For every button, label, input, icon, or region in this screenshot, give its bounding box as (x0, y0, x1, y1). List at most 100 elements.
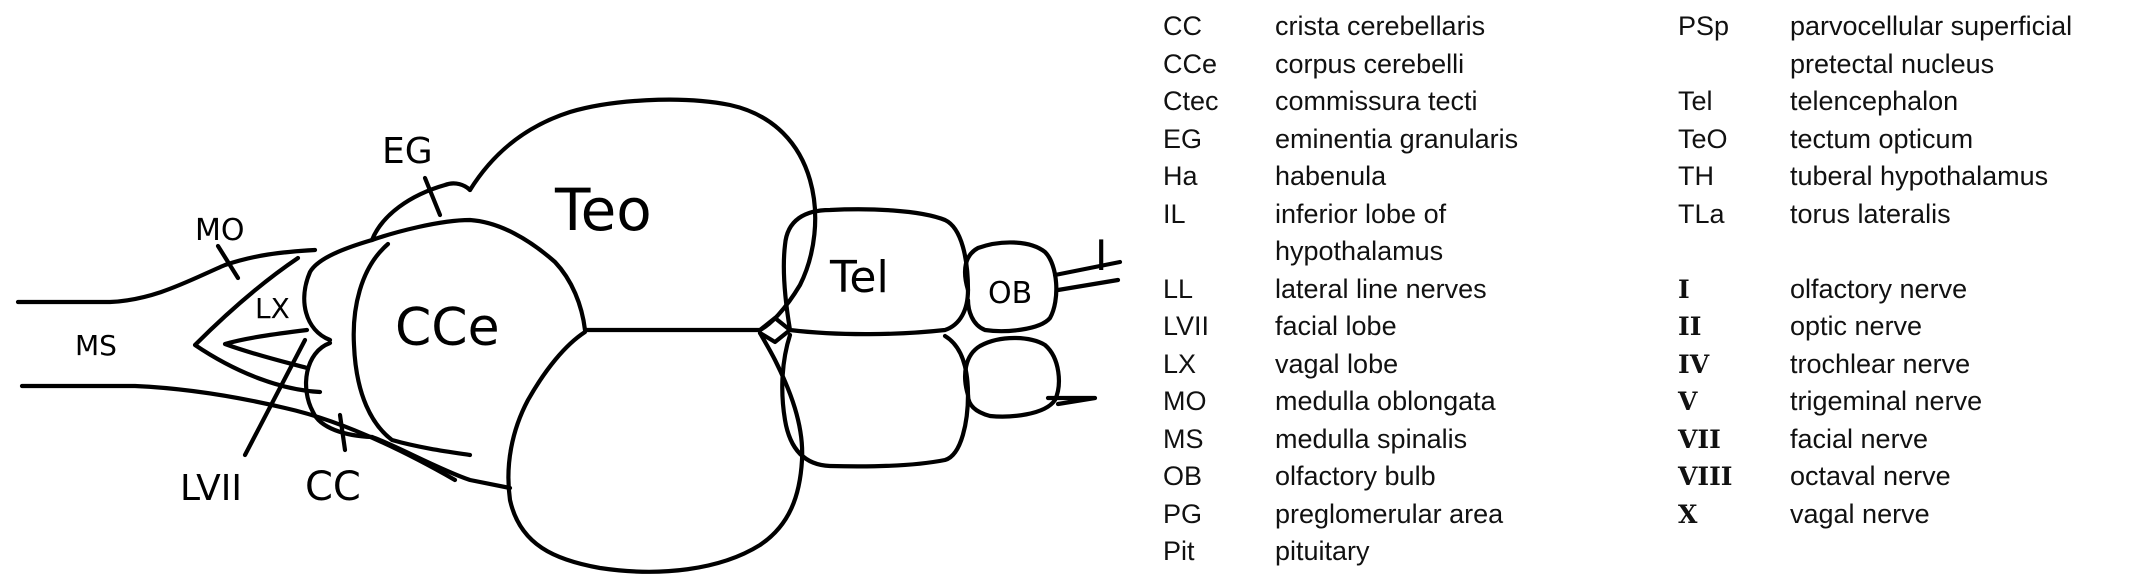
legend-definition: eminentia granularis (1275, 123, 1519, 154)
legend-row: LX vagal lobe (1163, 346, 1518, 384)
legend-definition: commissura tecti (1275, 86, 1478, 116)
label-eg: EG (382, 131, 433, 172)
legend-abbr: PSp (1678, 11, 1730, 41)
medulla-spinalis-upper-outline (15, 247, 318, 305)
legend-row: VII facial nerve (1678, 421, 2072, 459)
legend-definition: pituitary (1275, 536, 1370, 566)
legend-row: TH tuberal hypothalamus (1678, 158, 2072, 196)
legend-nerve-numeral: I (1678, 274, 1690, 304)
legend-definition: optic nerve (1790, 311, 1923, 341)
legend-abbr: PG (1163, 498, 1203, 529)
legend-abbr: LL (1163, 273, 1194, 304)
olfactory-bulb-upper-outline (962, 240, 1059, 334)
vagal-lobe-upper-outline (302, 237, 375, 343)
legend-definition: telencephalon (1790, 86, 1959, 116)
lvii-pointer-line (242, 337, 308, 458)
legend-row: PG preglomerular area (1163, 496, 1518, 534)
legend-abbr: TeO (1678, 123, 1728, 154)
legend-row: LVII facial lobe (1163, 308, 1518, 346)
corpus-cerebelli-outline (351, 217, 588, 458)
legend-abbr: LVII (1163, 311, 1210, 341)
legend-row: VIII octaval nerve (1678, 458, 2072, 496)
medulla-oblongata-outline (192, 255, 323, 395)
legend-definition: preglomerular area (1275, 498, 1504, 529)
cc-pointer-line (337, 412, 348, 453)
crista-cerebellaris-band-outline (369, 434, 513, 491)
legend-abbr: CC (1163, 11, 1202, 41)
legend-definition: crista cerebellaris (1275, 11, 1486, 41)
legend-row: CC crista cerebellaris (1163, 8, 1518, 46)
label-cce: CCe (395, 298, 500, 358)
legend-definition: vagal lobe (1275, 348, 1399, 379)
legend-definition: olfactory nerve (1790, 273, 1968, 304)
eminentia-granularis-outline (369, 181, 473, 243)
legend-abbr: LX (1163, 348, 1197, 379)
legend-abbr: MS (1163, 423, 1204, 454)
legend-abbr: TH (1678, 161, 1714, 191)
tectum-opticum-lower-outline (506, 329, 805, 574)
legend-nerve-numeral: IV (1678, 349, 1710, 379)
legend-abbr: Ha (1163, 161, 1198, 191)
legend-abbr: MO (1163, 386, 1207, 416)
legend-row: MS medulla spinalis (1163, 421, 1518, 459)
legend-definition: medulla oblongata (1275, 386, 1496, 416)
legend-row: TLa torus lateralis (1678, 196, 2072, 234)
label-mo: MO (195, 213, 245, 248)
legend-definition: facial lobe (1275, 311, 1397, 341)
label-nerve-i: I (1095, 231, 1107, 280)
legend-definition: olfactory bulb (1275, 461, 1436, 491)
legend-definition: octaval nerve (1790, 461, 1951, 491)
vagal-lobe-lower-outline (304, 340, 375, 440)
legend-definition: trigeminal nerve (1790, 386, 1983, 416)
legend-abbr: Ctec (1163, 86, 1219, 116)
legend-definition: facial nerve (1790, 423, 1929, 454)
label-lx: LX (255, 292, 290, 325)
legend-row: TeO tectum opticum (1678, 121, 2072, 159)
olfactory-nerve-upper-outline (1052, 259, 1123, 293)
legend-nerve-numeral: V (1678, 387, 1698, 416)
legend-row: EG eminentia granularis (1163, 121, 1518, 159)
label-ob: OB (988, 276, 1032, 311)
legend-row: MO medulla oblongata (1163, 383, 1518, 421)
legend-definition: tuberal hypothalamus (1790, 161, 2049, 191)
label-tel: Tel (829, 252, 889, 303)
eg-pointer-line (422, 175, 443, 218)
brain-diagram: MS MO LX EG CCe Teo Tel OB I LVII CC (15, 97, 1123, 574)
legend-definition: tectum opticum (1790, 123, 1974, 154)
label-lvii: LVII (180, 468, 242, 509)
legend-row: Ctec commissura tecti (1163, 83, 1518, 121)
legend-nerve-numeral: VIII (1678, 462, 1733, 491)
legend-definition: inferior lobe of hypothalamus (1275, 198, 1447, 267)
legend-definition: medulla spinalis (1275, 423, 1468, 454)
legend-row: OB olfactory bulb (1163, 458, 1518, 496)
medulla-spinalis-lower-outline (19, 383, 458, 483)
legend-abbr: EG (1163, 123, 1203, 154)
tectum-opticum-upper-outline (467, 97, 818, 333)
legend-nerve-numeral: VII (1678, 424, 1721, 454)
legend-abbr: OB (1163, 461, 1203, 491)
legend-abbr: TLa (1678, 198, 1725, 229)
mo-pointer-line (215, 243, 241, 281)
olfactory-nerve-lower-outline (1045, 395, 1098, 407)
legend-abbr: IL (1163, 198, 1186, 229)
label-ms: MS (75, 329, 117, 362)
vagal-lobe-inner-wedge-outline (222, 327, 310, 371)
telencephalon-upper-outline (781, 207, 971, 337)
telencephalon-lower-outline (780, 332, 971, 469)
legend-definition: torus lateralis (1790, 198, 1951, 229)
legend-row: IL inferior lobe of hypothalamus (1163, 196, 1518, 271)
olfactory-bulb-lower-outline (963, 335, 1061, 419)
legend-nerve-numeral: X (1678, 499, 1698, 529)
legend-abbr: CCe (1163, 48, 1218, 79)
